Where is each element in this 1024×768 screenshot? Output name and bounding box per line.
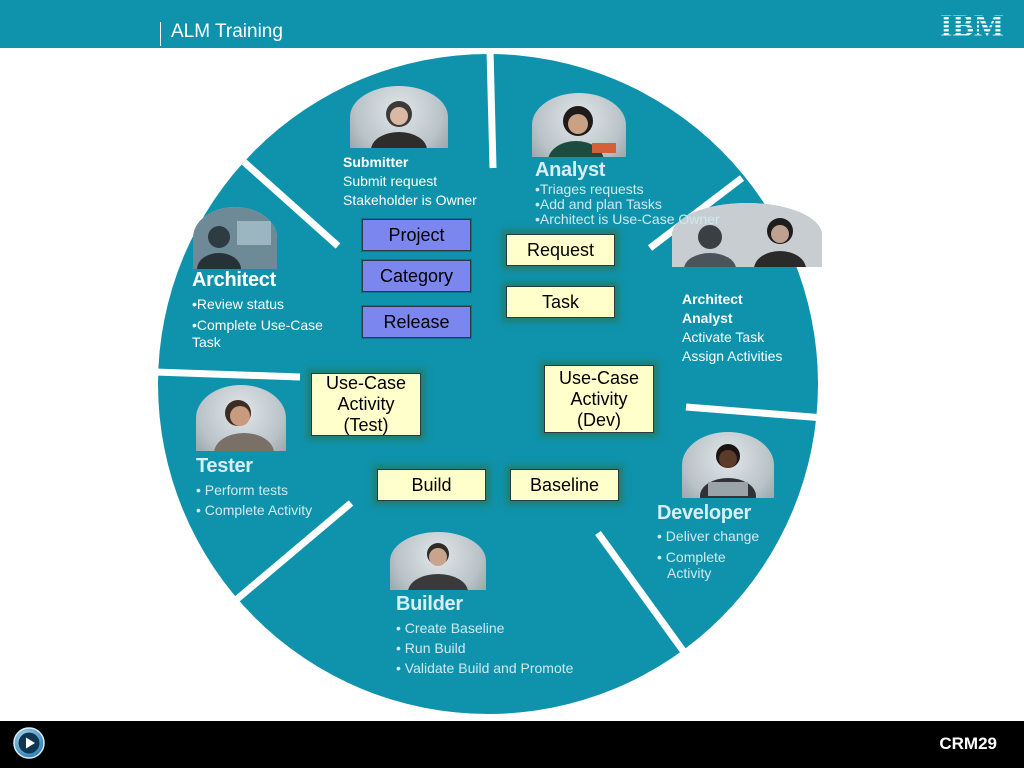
use-case-dev-line: Activity	[570, 388, 628, 409]
analyst-name: Analyst	[535, 159, 606, 181]
submitter-name: Submitter	[343, 154, 409, 170]
builder-line: • Create Baseline	[396, 620, 505, 636]
divider-top	[486, 49, 497, 169]
submitter-line: Submit request	[343, 173, 438, 189]
ibm-logo-text: IBM	[940, 9, 1004, 39]
person-icon	[700, 444, 756, 498]
person-icon	[193, 207, 277, 269]
ibm-logo: IBM	[940, 9, 1004, 39]
wheel-disc	[158, 54, 818, 714]
baseline-box: Baseline	[510, 469, 619, 501]
analyst-role: Analyst •Triages requests •Add and plan …	[535, 158, 720, 227]
person-icon	[371, 101, 427, 148]
use-case-test-line: Activity	[337, 394, 395, 414]
developer-name: Developer	[657, 502, 752, 524]
developer-line: • Deliver change	[657, 528, 760, 544]
developer-line: • Complete Activity	[657, 549, 726, 581]
analyst-line: •Add and plan Tasks	[535, 196, 662, 212]
analyst-line: •Architect is Use-Case Owner	[535, 211, 720, 227]
analyst-line: •Triages requests	[535, 181, 644, 197]
builder-role: Builder • Create Baseline • Run Build • …	[396, 592, 573, 678]
architect-name: Architect	[192, 269, 276, 291]
use-case-test-line: Use-Case	[325, 373, 407, 393]
person-icon	[548, 106, 616, 157]
developer-photo	[682, 432, 774, 498]
submitter-line: Stakeholder is Owner	[343, 192, 477, 208]
project-box: Project	[362, 219, 471, 251]
task-box: Task	[506, 286, 615, 318]
category-box: Category	[362, 260, 471, 292]
architect-analyst-line: Assign Activities	[682, 348, 783, 364]
architect-photo	[193, 207, 277, 269]
architect-analyst-name: Analyst	[682, 310, 733, 326]
builder-line: • Run Build	[396, 640, 466, 656]
architect-role: Architect •Review status •Complete Use-C…	[192, 268, 342, 351]
person-icon	[214, 400, 274, 451]
use-case-dev-line: Use-Case	[558, 367, 640, 388]
builder-photo	[390, 532, 486, 590]
architect-analyst-name: Architect	[682, 291, 743, 307]
slide-number: CRM29	[939, 734, 997, 753]
people-icon	[672, 203, 822, 267]
use-case-activity-dev-box: Use-Case Activity (Dev)	[544, 365, 654, 433]
use-case-test-line: (Test)	[343, 415, 389, 435]
play-icon[interactable]	[13, 727, 45, 759]
build-box: Build	[377, 469, 486, 501]
divider-bottom-right	[595, 530, 687, 655]
analyst-photo	[532, 93, 626, 157]
header-divider	[160, 22, 161, 46]
builder-name: Builder	[396, 593, 463, 615]
divider-left	[154, 368, 301, 381]
architect-analyst-photo	[672, 203, 822, 267]
architect-analyst-role: Architect Analyst Activate Task Assign A…	[682, 290, 782, 366]
submitter-photo	[350, 86, 448, 148]
tester-line: • Perform tests	[196, 482, 289, 498]
architect-line: •Review status	[192, 296, 285, 312]
divider-right	[685, 403, 825, 422]
architect-analyst-line: Activate Task	[682, 329, 765, 345]
builder-line: • Validate Build and Promote	[396, 660, 574, 676]
tester-name: Tester	[196, 455, 253, 477]
use-case-dev-line: (Dev)	[577, 409, 621, 430]
developer-role: Developer • Deliver change • Complete Ac…	[657, 501, 787, 581]
footer-bar	[0, 721, 1024, 768]
tester-role: Tester • Perform tests • Complete Activi…	[196, 454, 312, 520]
header-bar: ALM Training IBM	[0, 0, 1024, 48]
release-box: Release	[362, 306, 471, 338]
tester-line: • Complete Activity	[196, 502, 313, 518]
use-case-activity-test-box: Use-Case Activity (Test)	[311, 373, 421, 436]
presentation-title: ALM Training	[171, 21, 283, 42]
architect-line: •Complete Use-Case Task	[192, 317, 323, 350]
submitter-role: Submitter Submit request Stakeholder is …	[343, 153, 477, 210]
request-box: Request	[506, 234, 615, 266]
divider-bottom-left	[233, 500, 354, 603]
person-icon	[408, 543, 468, 590]
tester-photo	[196, 385, 286, 451]
divider-top-left	[241, 159, 341, 249]
